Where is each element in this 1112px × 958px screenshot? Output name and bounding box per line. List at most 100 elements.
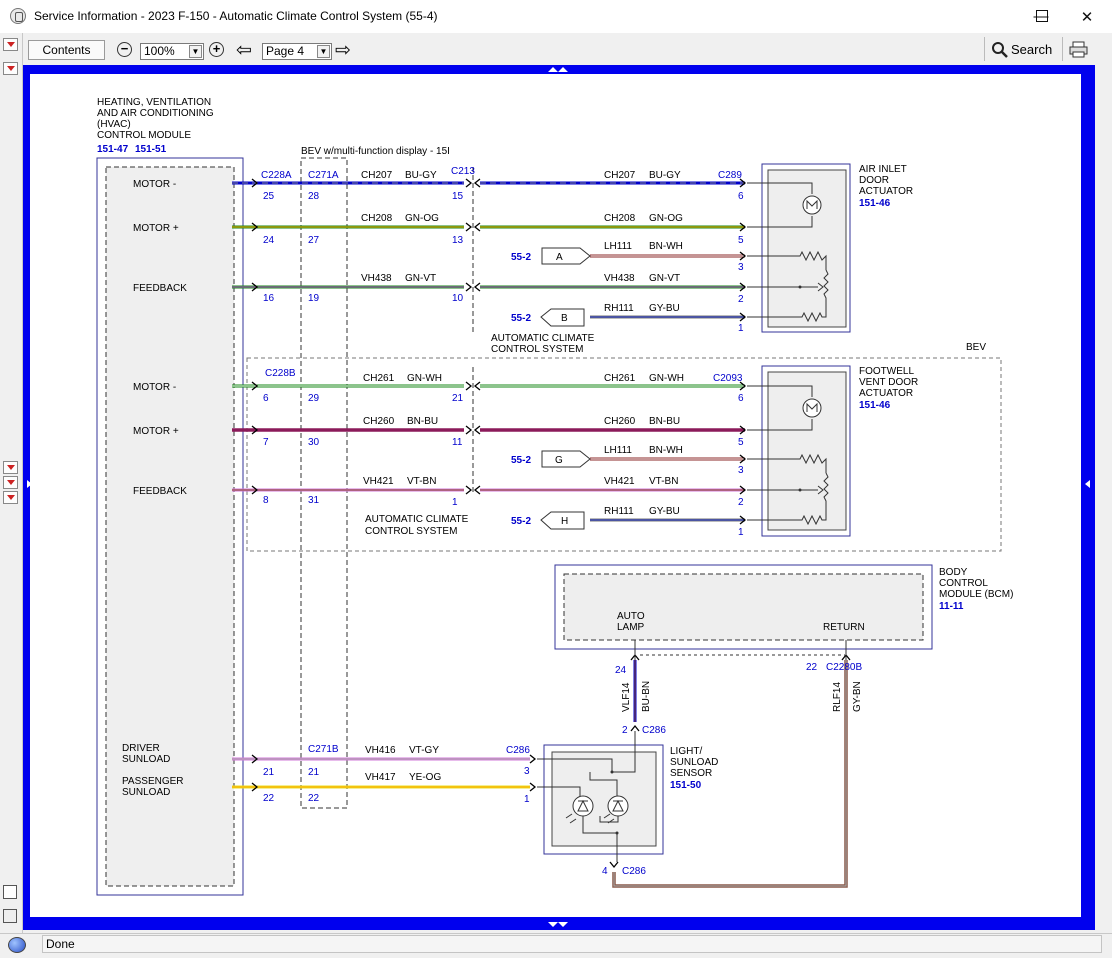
pin-motor-minus: MOTOR - <box>133 382 176 393</box>
globe-icon <box>8 937 26 953</box>
pin-number: 22 <box>806 662 818 673</box>
pin-number: 13 <box>452 235 464 246</box>
circuit-id: RLF14 <box>832 682 843 712</box>
print-icon[interactable] <box>3 909 17 923</box>
zoom-out-icon[interactable]: − <box>117 42 132 57</box>
nav-icon[interactable] <box>3 476 18 489</box>
previous-page-icon[interactable]: ⇦ <box>236 40 252 61</box>
connector-c2093[interactable]: C2093 <box>713 373 743 384</box>
pin-number: 8 <box>263 495 269 506</box>
flag-b <box>540 308 585 327</box>
bcm-name: BODY <box>939 567 968 578</box>
pin-number: 21 <box>308 767 320 778</box>
flag-b-label: B <box>561 313 568 324</box>
footwell-name: ACTUATOR <box>859 388 913 399</box>
pin-number: 10 <box>452 293 464 304</box>
bcm-name: MODULE (BCM) <box>939 589 1013 600</box>
pin-passenger-sunload: PASSENGER <box>122 776 184 787</box>
pin-number: 6 <box>263 393 269 404</box>
title-bar: Service Information - 2023 F-150 - Autom… <box>0 0 1112 33</box>
pin-number: 2 <box>738 294 744 305</box>
connector-c228a[interactable]: C228A <box>261 170 292 181</box>
connector-c271b[interactable]: C271B <box>308 744 339 755</box>
air-inlet-circuit <box>747 182 829 323</box>
contents-button[interactable]: Contents <box>28 40 105 60</box>
air-inlet-actuator-box <box>761 163 851 333</box>
connector-c213[interactable]: C213 <box>451 166 475 177</box>
connector-c228b[interactable]: C228B <box>265 368 296 379</box>
connector-c289[interactable]: C289 <box>718 170 742 181</box>
circuit-color: BU-GY <box>405 170 437 181</box>
circuit-color: BN-BU <box>407 416 438 427</box>
search-button[interactable]: Search <box>991 41 1052 58</box>
motor-icon <box>802 195 822 215</box>
chevron-down-icon: ▼ <box>189 45 202 58</box>
pin-driver-sunload: DRIVER <box>122 743 160 754</box>
photodiode-icon <box>572 795 594 817</box>
collapse-icon[interactable] <box>3 62 18 75</box>
pin-number: 22 <box>263 793 275 804</box>
flag-g <box>541 450 591 468</box>
bev-label: BEV <box>966 342 986 353</box>
air-inlet-ref[interactable]: 151-46 <box>859 198 891 209</box>
circuit-color: GN-WH <box>407 373 442 384</box>
footwell-name: VENT DOOR <box>859 377 918 388</box>
next-page-icon[interactable]: ⇨ <box>335 40 351 61</box>
zoom-select[interactable]: 100% ▼ <box>140 43 204 60</box>
pin-number: 6 <box>738 393 744 404</box>
pin-number: 24 <box>615 665 627 676</box>
pin-number: 3 <box>738 262 744 273</box>
page-ref-link[interactable]: 55-2 <box>511 313 531 324</box>
connector-tips <box>251 178 851 869</box>
search-label: Search <box>1011 42 1053 57</box>
pin-number: 7 <box>263 437 269 448</box>
circuit-color: BU-GY <box>649 170 681 181</box>
connector-c286[interactable]: C286 <box>622 866 646 877</box>
bcm-box <box>554 564 933 650</box>
circuit-id: LH111 <box>604 241 632 252</box>
connector-c286[interactable]: C286 <box>506 745 530 756</box>
hvac-ref-1[interactable]: 151-47 <box>97 144 129 155</box>
nav-icon[interactable] <box>3 491 18 504</box>
pin-number: 15 <box>452 191 464 202</box>
bcm-pin-auto-lamp: LAMP <box>617 622 645 633</box>
connector-c286[interactable]: C286 <box>642 725 666 736</box>
footwell-circuit <box>747 385 829 526</box>
sensor-inner <box>551 751 657 847</box>
footwell-ref[interactable]: 151-46 <box>859 400 891 411</box>
hvac-ref-2[interactable]: 151-51 <box>135 144 167 155</box>
page-ref-link[interactable]: 55-2 <box>511 455 531 466</box>
circuit-id: VH438 <box>604 273 635 284</box>
bcm-ref[interactable]: 11-11 <box>939 601 964 612</box>
pin-number: 19 <box>308 293 320 304</box>
maximize-button[interactable] <box>1019 0 1065 32</box>
bev-mfd-connector-zone <box>300 157 348 809</box>
collapse-icon[interactable] <box>3 38 18 51</box>
zoom-in-icon[interactable]: + <box>209 42 224 57</box>
document-icon[interactable] <box>3 885 17 899</box>
pin-number: 11 <box>452 437 463 448</box>
pin-number: 25 <box>263 191 275 202</box>
page-select[interactable]: Page 4 ▼ <box>262 43 332 60</box>
sensor-box <box>543 744 664 855</box>
connector-c271a[interactable]: C271A <box>308 170 339 181</box>
pin-number: 16 <box>263 293 275 304</box>
connector-c2280b[interactable]: C2280B <box>826 662 862 673</box>
bcm-pin-auto-lamp: AUTO <box>617 611 645 622</box>
acs-label: CONTROL SYSTEM <box>491 344 583 355</box>
circuit-id: VH416 <box>365 745 396 756</box>
circuit-color: VT-GY <box>409 745 439 756</box>
page-ref-link[interactable]: 55-2 <box>511 516 531 527</box>
pin-number: 28 <box>308 191 320 202</box>
close-button[interactable]: ✕ <box>1080 8 1094 26</box>
wire-group <box>232 181 848 888</box>
nav-icon[interactable] <box>3 461 18 474</box>
pin-number: 3 <box>524 766 530 777</box>
app-icon <box>10 8 26 24</box>
page-ref-link[interactable]: 55-2 <box>511 252 531 263</box>
print-icon[interactable] <box>1069 41 1088 58</box>
sensor-ref[interactable]: 151-50 <box>670 780 702 791</box>
toolbar: Contents − 100% ▼ + ⇦ Page 4 ▼ ⇨ Search <box>0 36 1112 64</box>
footwell-actuator-inner <box>767 371 847 531</box>
pin-number: 5 <box>738 437 744 448</box>
